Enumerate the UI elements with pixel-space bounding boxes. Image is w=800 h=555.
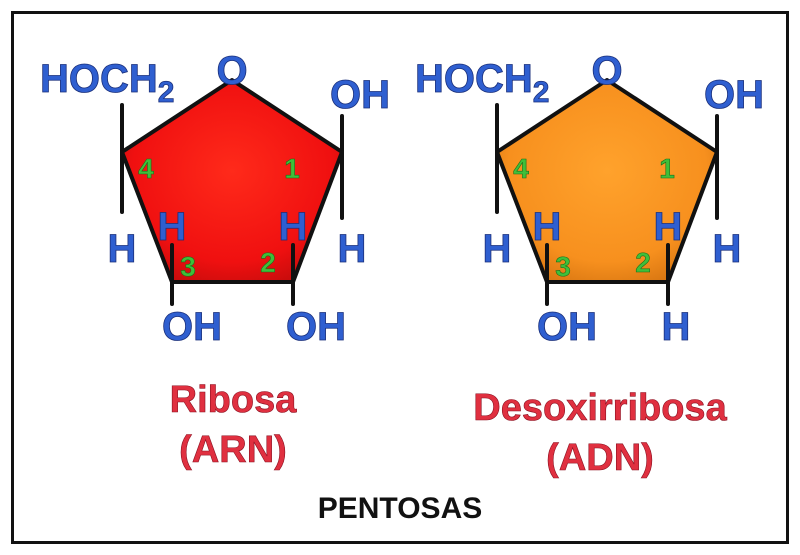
deoxyribose-carbon-1: 1: [659, 153, 675, 184]
deoxyribose-molecule: HOCH2 O OH H H H H OH H 1 2 3 4 Desoxirr…: [415, 49, 765, 480]
deoxyribose-name: Desoxirribosa: [473, 387, 727, 429]
ribose-carbon-4: 4: [138, 153, 154, 184]
ribose-h-c3: H: [158, 205, 187, 249]
ribose-nucleic-acid: (ARN): [179, 429, 287, 471]
ribose-ring-oxygen: O: [216, 49, 247, 93]
ribose-molecule: HOCH2 O OH H H OH H OH H 1 2 3 4 Ribosa …: [40, 49, 391, 472]
diagram-caption: PENTOSAS: [318, 492, 483, 525]
ribose-carbon-1: 1: [284, 153, 300, 184]
deoxyribose-h-c3: H: [533, 205, 562, 249]
deoxyribose-ring: [495, 78, 719, 284]
deoxyribose-h-c4: H: [483, 227, 512, 271]
ribose-oh-c1: OH: [330, 73, 390, 117]
ribose-ring: [120, 78, 344, 284]
ribose-oh-c3: OH: [162, 305, 222, 349]
deoxyribose-ring-oxygen: O: [591, 49, 622, 93]
ribose-h-c2: H: [279, 205, 308, 249]
ribose-oh-c2: OH: [286, 305, 346, 349]
ribose-name: Ribosa: [170, 379, 298, 421]
ribose-carbon-2: 2: [260, 247, 276, 278]
ribose-h-c1: H: [338, 227, 367, 271]
deoxyribose-nucleic-acid: (ADN): [546, 437, 654, 479]
deoxyribose-carbon-2: 2: [635, 247, 651, 278]
deoxyribose-hoch2: HOCH2: [415, 57, 549, 109]
deoxyribose-oh-c1: OH: [704, 73, 764, 117]
deoxyribose-h-c1: H: [713, 227, 742, 271]
deoxyribose-h-c2: H: [654, 205, 683, 249]
ribose-h-c4: H: [108, 227, 137, 271]
deoxyribose-carbon-4: 4: [513, 153, 529, 184]
deoxyribose-carbon-3: 3: [555, 251, 571, 282]
ribose-hoch2: HOCH2: [40, 57, 174, 109]
deoxyribose-oh-c3: OH: [537, 305, 597, 349]
ribose-carbon-3: 3: [180, 251, 196, 282]
deoxyribose-h-c2-bottom: H: [662, 305, 691, 349]
